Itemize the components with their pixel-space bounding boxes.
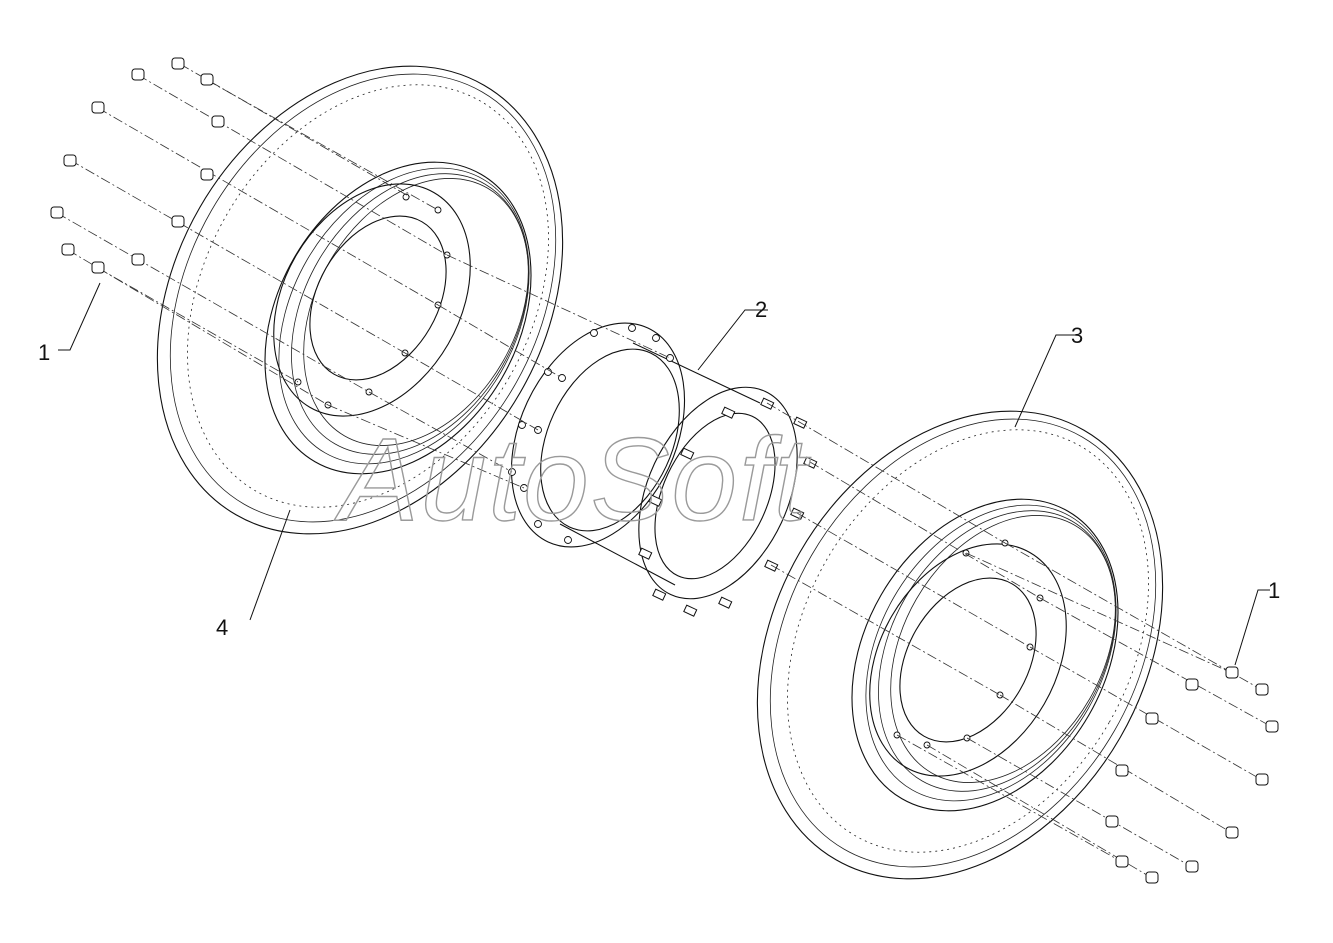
left-wheel-nuts: [50, 57, 225, 274]
callout-wheel-right: 3: [1014, 323, 1083, 428]
callout-label-wheel-left: 4: [216, 615, 228, 640]
callout-label-spacer-hub: 2: [755, 297, 767, 322]
right-wheel-nuts: [1105, 666, 1279, 884]
callout-wheel-left: 4: [216, 509, 291, 640]
callout-label-nuts-left: 1: [38, 340, 50, 365]
right-wheel: [756, 410, 1164, 880]
callout-spacer-hub: 2: [697, 297, 768, 371]
callout-nuts-left: 1: [38, 282, 101, 365]
callout-nuts-right: 1: [1234, 578, 1280, 666]
callout-label-nuts-right: 1: [1268, 578, 1280, 603]
callout-label-wheel-right: 3: [1071, 323, 1083, 348]
assembly-centerlines: [56, 63, 1273, 879]
left-wheel: [156, 65, 564, 535]
watermark-text: AutoSoft: [334, 414, 811, 546]
